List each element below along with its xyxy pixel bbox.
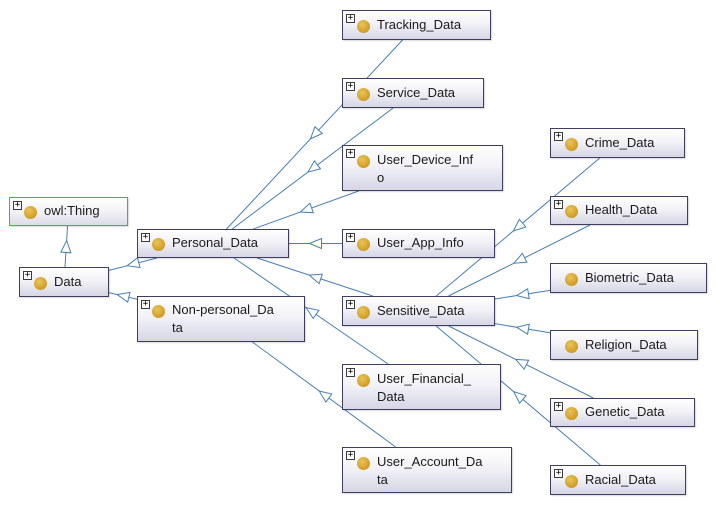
node-biometric-data[interactable]: Biometric_Data [550, 263, 707, 293]
node-crime-data[interactable]: + Crime_Data [550, 128, 685, 158]
node-racial-data[interactable]: + Racial_Data [550, 465, 686, 495]
subclass-arrowhead-icon [512, 252, 528, 264]
class-circle-icon [565, 205, 578, 218]
node-label: Health_Data [585, 202, 658, 217]
expand-plus-icon[interactable]: + [346, 299, 355, 309]
subclass-arrowhead-icon [115, 291, 131, 303]
node-label: Tracking_Data [377, 17, 462, 32]
subclass-arrowhead-icon [125, 256, 141, 269]
node-label: Religion_Data [585, 337, 667, 352]
node-health-data[interactable]: + Health_Data [550, 196, 688, 225]
expand-plus-icon[interactable]: + [346, 148, 355, 158]
expand-plus-icon[interactable]: + [554, 131, 563, 141]
node-user-device-info[interactable]: + User_Device_Inf o [342, 145, 503, 191]
class-circle-icon [565, 475, 578, 488]
node-label: Biometric_Data [585, 270, 674, 285]
node-religion-data[interactable]: Religion_Data [550, 330, 698, 360]
node-user-account-data[interactable]: + User_Account_Da ta [342, 447, 512, 493]
subclass-arrowhead-icon [514, 358, 530, 371]
node-label: owl:Thing [44, 203, 100, 218]
node-personal-data[interactable]: + Personal_Data [137, 229, 289, 258]
expand-plus-icon[interactable]: + [346, 13, 355, 23]
node-label: User_App_Info [377, 235, 464, 250]
class-circle-icon [357, 20, 370, 33]
expand-plus-icon[interactable]: + [554, 468, 563, 478]
node-label: Genetic_Data [585, 404, 665, 419]
subclass-arrowhead-icon [306, 159, 322, 173]
expand-plus-icon[interactable]: + [346, 367, 355, 377]
subclass-arrowhead-icon [515, 323, 530, 335]
subclass-arrowhead-icon [318, 390, 333, 403]
expand-plus-icon[interactable]: + [141, 299, 150, 309]
node-label: Racial_Data [585, 472, 656, 487]
class-circle-icon [152, 238, 165, 251]
class-circle-icon [357, 457, 370, 470]
subclass-arrowhead-icon [308, 237, 322, 250]
node-non-personal-data[interactable]: + Non-personal_Da ta [137, 296, 305, 342]
node-service-data[interactable]: + Service_Data [342, 78, 484, 108]
node-label: Data [54, 274, 82, 289]
subclass-arrowhead-icon [308, 273, 323, 285]
node-genetic-data[interactable]: + Genetic_Data [550, 398, 695, 427]
expand-plus-icon[interactable]: + [346, 81, 355, 91]
subclass-arrowhead-icon [60, 239, 72, 254]
node-data[interactable]: + Data [19, 267, 109, 297]
subclass-arrowhead-icon [299, 202, 315, 214]
node-label: Sensitive_Data [377, 303, 465, 318]
expand-plus-icon[interactable]: + [141, 232, 150, 242]
expand-plus-icon[interactable]: + [554, 401, 563, 411]
class-circle-icon [565, 273, 578, 286]
class-circle-icon [34, 277, 47, 290]
node-label: User_Account_Da ta [377, 454, 483, 487]
subclass-arrowhead-icon [515, 287, 530, 300]
expand-plus-icon[interactable]: + [346, 450, 355, 460]
class-circle-icon [565, 138, 578, 151]
node-user-financial-data[interactable]: + User_Financial_ Data [342, 364, 501, 410]
class-circle-icon [24, 206, 37, 219]
node-user-app-info[interactable]: + User_App_Info [342, 229, 495, 258]
class-circle-icon [565, 340, 578, 353]
class-circle-icon [357, 155, 370, 168]
node-label: Crime_Data [585, 135, 655, 150]
subclass-arrowhead-icon [512, 390, 527, 405]
edges-layer [60, 39, 601, 466]
subclass-arrowhead-icon [305, 306, 320, 320]
class-circle-icon [357, 238, 370, 251]
class-circle-icon [565, 407, 578, 420]
class-circle-icon [357, 88, 370, 101]
class-circle-icon [357, 306, 370, 319]
node-tracking-data[interactable]: + Tracking_Data [342, 10, 491, 40]
subclass-arrowhead-icon [512, 218, 527, 232]
class-circle-icon [357, 374, 370, 387]
class-circle-icon [152, 305, 165, 318]
expand-plus-icon[interactable]: + [13, 200, 22, 210]
node-owl-thing[interactable]: + owl:Thing [9, 197, 128, 226]
node-label: Non-personal_Da ta [172, 302, 274, 335]
expand-plus-icon[interactable]: + [23, 270, 32, 280]
subclass-arrowhead-icon [309, 125, 324, 140]
expand-plus-icon[interactable]: + [554, 199, 563, 209]
node-sensitive-data[interactable]: + Sensitive_Data [342, 296, 495, 326]
node-label: Personal_Data [172, 235, 258, 250]
node-label: Service_Data [377, 85, 456, 100]
node-label: User_Financial_ Data [377, 371, 471, 404]
expand-plus-icon[interactable]: + [346, 232, 355, 242]
node-label: User_Device_Inf o [377, 152, 474, 185]
